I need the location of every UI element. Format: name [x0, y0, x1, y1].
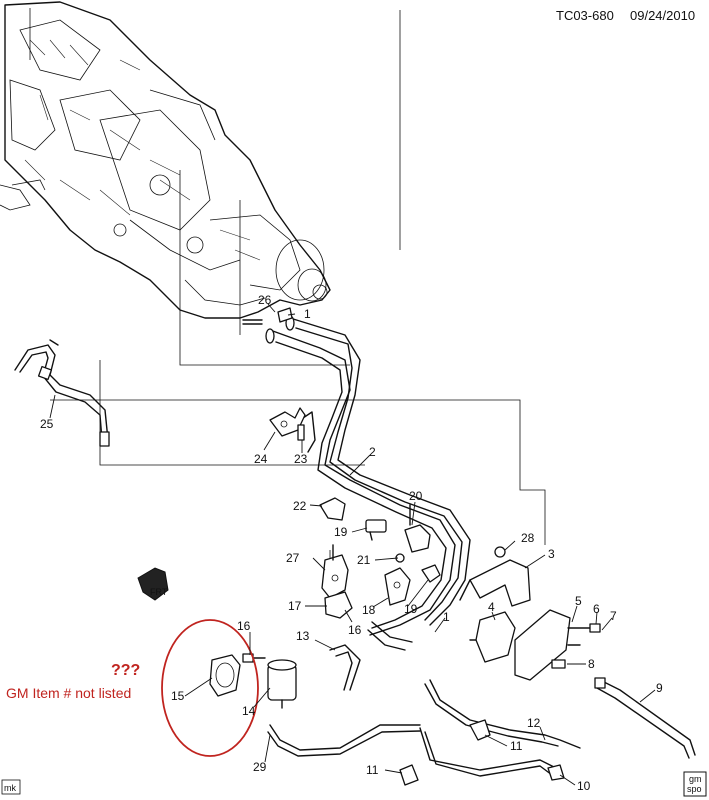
bracket-27: [321, 544, 349, 599]
callout-24: 24: [254, 452, 268, 466]
annotation-circle: [161, 619, 259, 757]
callout-16: 16: [237, 619, 251, 633]
callout-3: 3: [548, 547, 555, 561]
callout-15: 15: [171, 689, 185, 703]
svg-text:gm: gm: [689, 774, 702, 784]
bracket-3: [459, 546, 531, 607]
callout-18: 18: [362, 603, 376, 617]
callout-22: 22: [293, 499, 307, 513]
leader-lines: [49, 303, 656, 786]
clip-10: [547, 764, 565, 781]
clamp-19-upper: [365, 519, 387, 541]
hose-25: [14, 339, 110, 447]
callout-11: 11: [366, 763, 379, 777]
callout-1: 1: [443, 610, 450, 624]
cooler-line-9: [594, 677, 696, 759]
footer-tag-box: [1, 779, 21, 795]
callout-14: 14: [242, 704, 256, 718]
callout-11: 11: [510, 739, 523, 753]
callout-labels: 26 1 25 24 23 2 22 20 19 28 3 27 21 17 1…: [40, 293, 663, 793]
callout-8: 8: [588, 657, 595, 671]
svg-text:spo: spo: [687, 784, 702, 794]
bracket-20: [404, 504, 431, 553]
svg-text:FRT: FRT: [150, 587, 168, 597]
callout-19: 19: [404, 602, 418, 616]
reference-lines: [29, 8, 546, 580]
front-arrow-icon: FRT: [137, 567, 169, 601]
line-29: [267, 724, 421, 757]
callout-1: 1: [304, 307, 311, 321]
annotation-note: GM Item # not listed: [6, 685, 131, 701]
callout-7: 7: [610, 609, 617, 623]
callout-19: 19: [334, 525, 348, 539]
callout-2: 2: [369, 445, 376, 459]
clamp-19-lower: [421, 564, 441, 583]
callout-29: 29: [253, 760, 267, 774]
callout-6: 6: [593, 602, 600, 616]
bracket-18: [384, 567, 411, 606]
hose-13: [329, 621, 413, 691]
cooler-line-assembly: [265, 315, 471, 636]
callout-21: 21: [357, 553, 371, 567]
callout-12: 12: [527, 716, 541, 730]
callout-16: 16: [348, 623, 362, 637]
doc-date-text: 09/24/2010: [630, 8, 695, 23]
bolt-26: [242, 307, 293, 325]
bracket-17: [324, 591, 353, 619]
footer-tag-text: mk: [4, 783, 16, 793]
callout-5: 5: [575, 594, 582, 608]
callout-23: 23: [294, 452, 308, 466]
annotation-question-marks: ???: [111, 662, 140, 679]
sensor-4: [469, 611, 516, 663]
callout-9: 9: [656, 681, 663, 695]
bracket-15: [209, 654, 241, 697]
bracket-24: [269, 407, 306, 441]
callout-17: 17: [288, 599, 302, 613]
callout-10: 10: [577, 779, 591, 793]
gmspo-logo-icon: gm spo: [683, 771, 707, 797]
callout-25: 25: [40, 417, 54, 431]
callout-20: 20: [409, 489, 423, 503]
callout-27: 27: [286, 551, 300, 565]
callout-4: 4: [488, 600, 495, 614]
filter-14: [267, 659, 297, 709]
transmission-assembly: [0, 1, 331, 319]
callout-28: 28: [521, 531, 535, 545]
clip-22: [319, 497, 346, 521]
doc-id-text: TC03-680: [556, 8, 614, 23]
callout-13: 13: [296, 629, 310, 643]
line-12: [419, 679, 581, 779]
clip-11-upper: [469, 719, 491, 741]
callout-26: 26: [258, 293, 272, 307]
clip-11-lower: [399, 764, 419, 786]
cooler-bracket: [514, 609, 601, 681]
